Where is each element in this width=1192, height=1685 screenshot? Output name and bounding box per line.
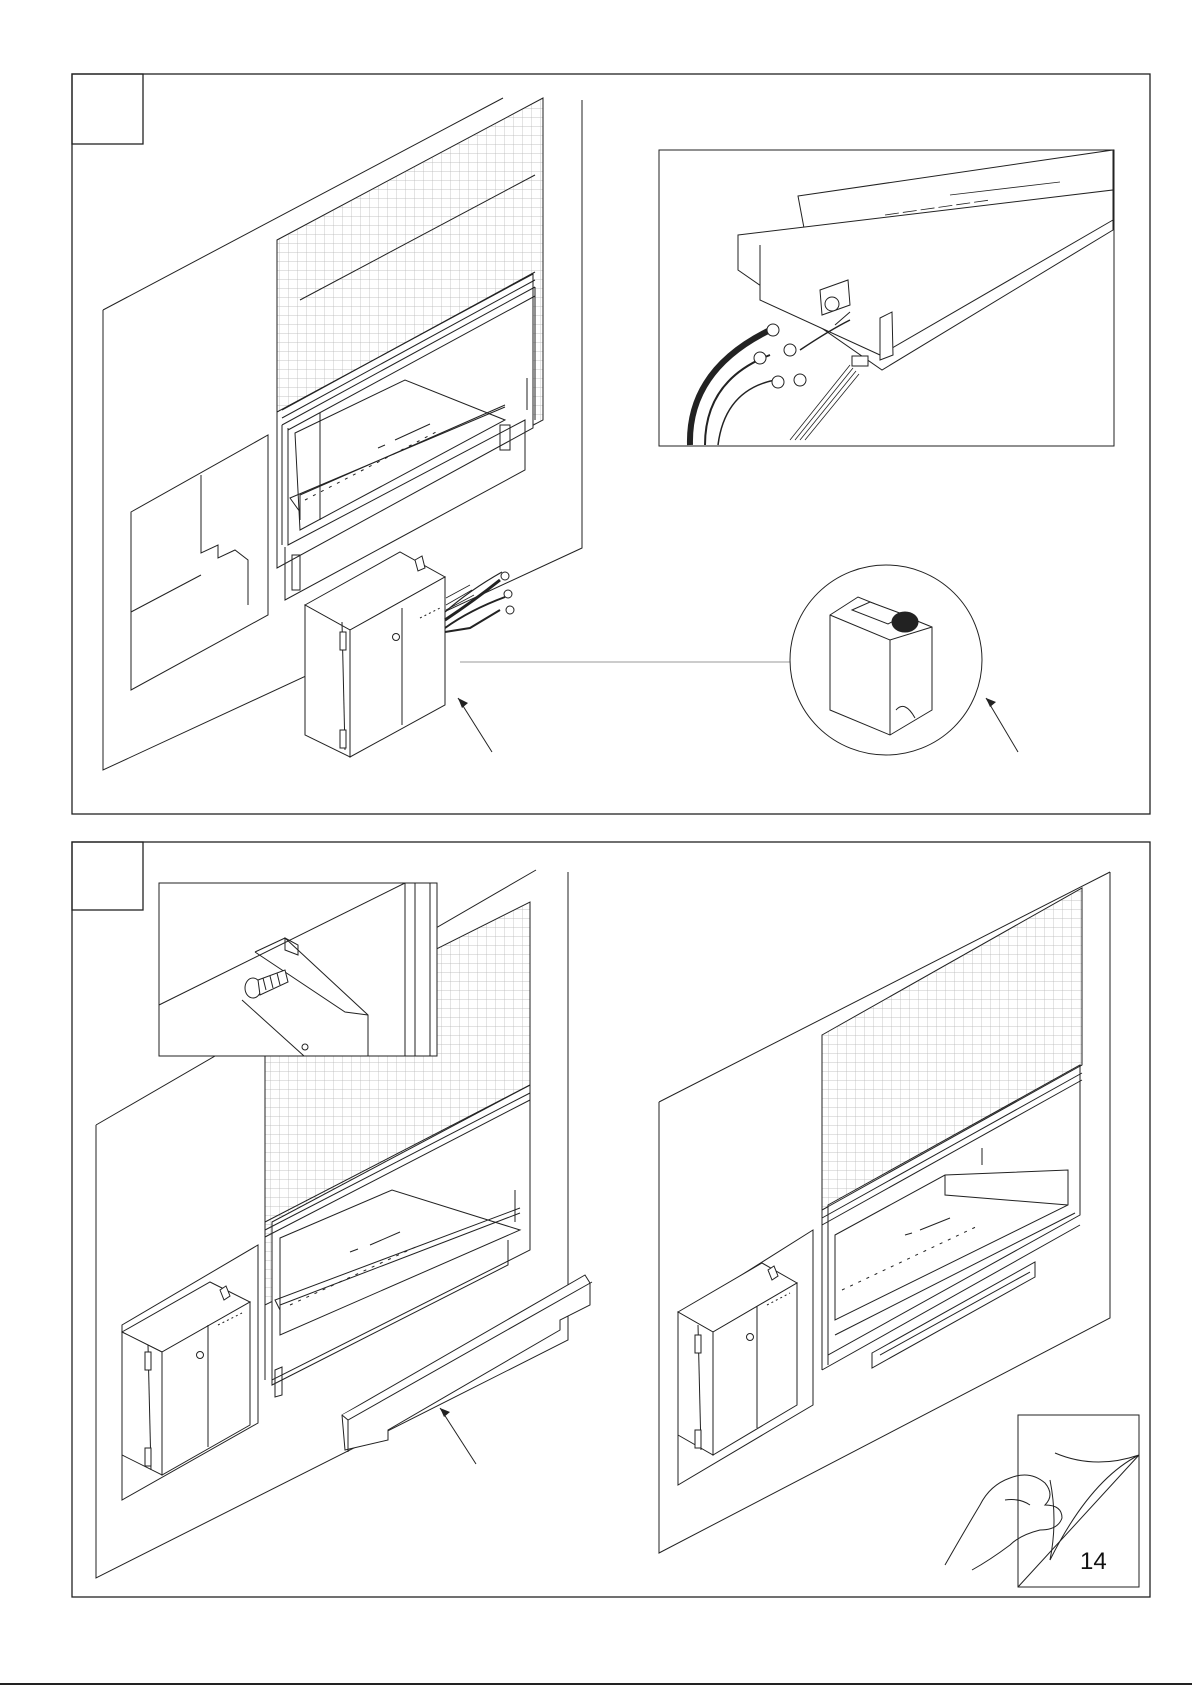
control-box-arrowhead xyxy=(458,698,468,708)
step-panel-2 xyxy=(72,842,1150,1597)
installed-control-box-right xyxy=(678,1263,797,1455)
detail-frame xyxy=(159,883,437,1056)
page-number: 14 xyxy=(1080,1548,1130,1576)
cable-connector-detail xyxy=(659,150,1114,446)
step-panel-1 xyxy=(72,74,1150,814)
control-box-cables xyxy=(445,572,514,632)
cover-strip-pointer-arrow xyxy=(440,1408,476,1464)
fireplace-insert xyxy=(277,98,543,600)
step-number-box xyxy=(72,842,143,910)
screw-fixing-detail xyxy=(159,883,437,1056)
water-tank xyxy=(830,597,932,735)
water-tank-detail xyxy=(790,565,982,755)
installed-control-box-left xyxy=(122,1282,250,1475)
right-fireplace xyxy=(822,888,1082,1370)
wall-niche xyxy=(131,435,268,690)
cover-strip-arrowhead xyxy=(440,1408,450,1417)
control-box xyxy=(305,552,445,757)
water-tank-arrowhead xyxy=(986,698,996,707)
step-number-box xyxy=(72,74,143,144)
